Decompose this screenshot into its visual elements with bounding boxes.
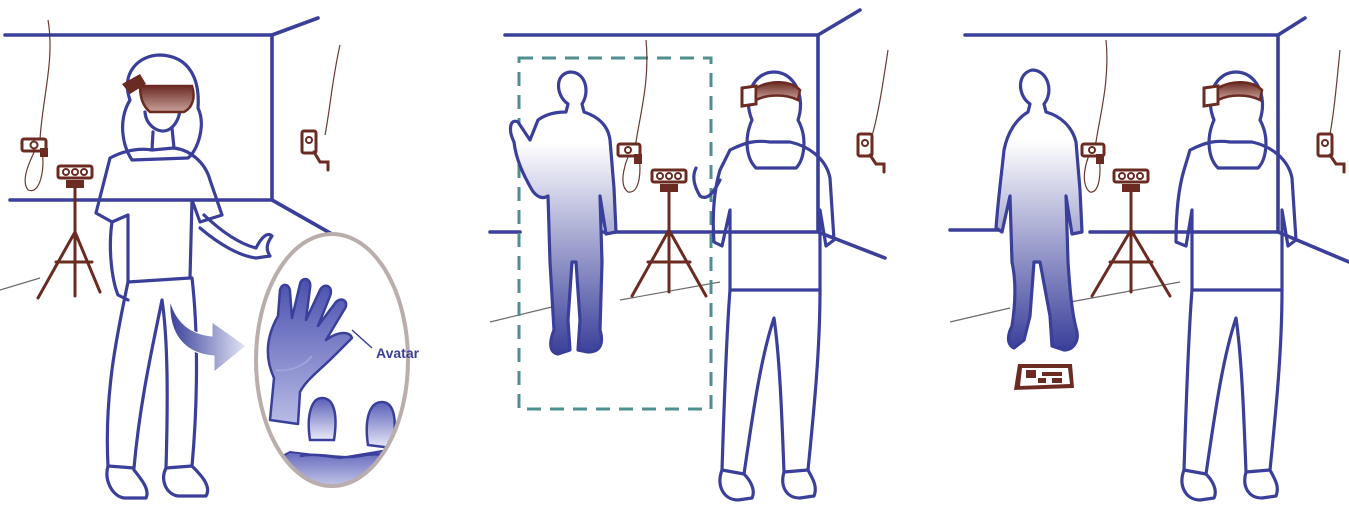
panel-1: Avatar <box>0 18 420 500</box>
floor-marker-icon <box>1014 364 1074 390</box>
mounted-camera-icon <box>22 20 50 191</box>
avatar-label: Avatar <box>376 345 420 361</box>
arrow-icon <box>170 300 246 372</box>
person-with-vr-headset <box>96 55 272 498</box>
panel-3 <box>950 18 1349 500</box>
mounted-camera-icon <box>1082 40 1107 192</box>
avatar-lens-callout: Avatar <box>256 234 420 500</box>
hmd-strap-icon <box>1204 82 1262 106</box>
mounted-camera-icon <box>618 40 647 192</box>
vr-headset-icon <box>122 74 194 112</box>
panel-2 <box>490 10 888 500</box>
mounted-camera-icon <box>302 45 340 170</box>
hmd-strap-icon <box>742 82 800 106</box>
tripod-camera-icon <box>38 166 100 298</box>
mounted-camera-icon <box>858 50 888 172</box>
person-with-hmd-back <box>694 72 834 500</box>
avatar-figure <box>511 72 616 354</box>
mounted-camera-icon <box>1318 50 1344 172</box>
